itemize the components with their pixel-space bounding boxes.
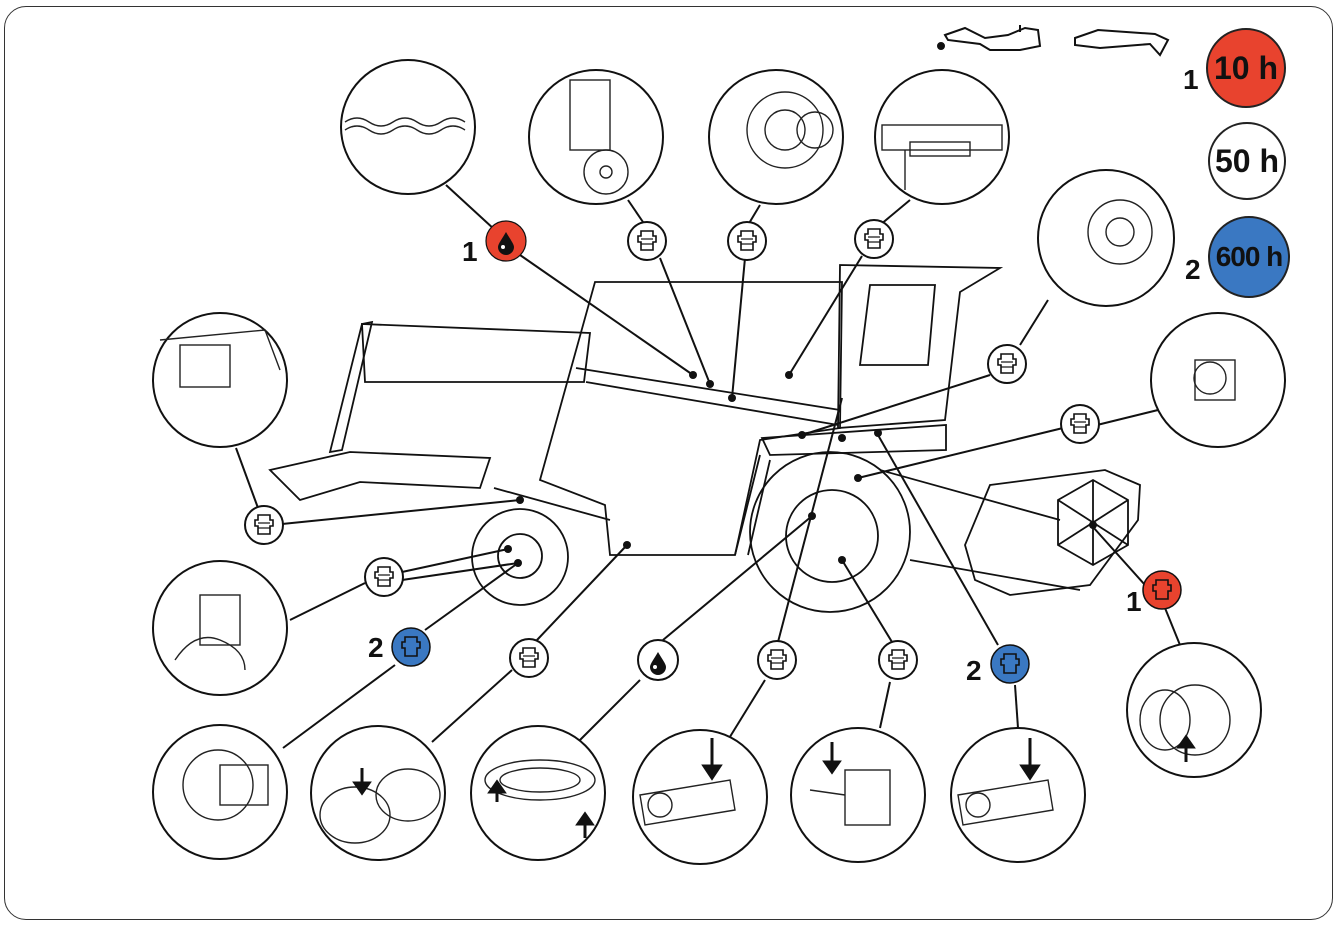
legend-badge-50h: 50 h: [1208, 122, 1286, 200]
oil-can-icon: [937, 25, 1042, 51]
leader-lines: [235, 184, 1181, 749]
callout-number-right-red: 1: [1126, 586, 1142, 617]
grease-gun-icon: [1074, 28, 1170, 57]
oil-drop-icon: [485, 220, 679, 681]
callout-number-left-blue: 2: [368, 632, 384, 663]
anchor-dots: [504, 371, 1097, 567]
detail-circles: [152, 59, 1286, 865]
legend-badge-10h: 10 h: [1206, 28, 1286, 108]
arrow-markers: [352, 734, 1196, 838]
combine-harvester-outline: [268, 264, 1141, 613]
detail-sketches: [159, 79, 1236, 844]
callout-number-right-blue: 2: [966, 655, 982, 686]
legend-number-10h: 1: [1183, 64, 1199, 95]
grease-nipple-icon: [244, 219, 1182, 684]
legend-badge-600h: 600 h: [1208, 216, 1290, 298]
legend-number-600h: 2: [1185, 254, 1201, 285]
callout-number-oil-top: 1: [462, 236, 478, 267]
